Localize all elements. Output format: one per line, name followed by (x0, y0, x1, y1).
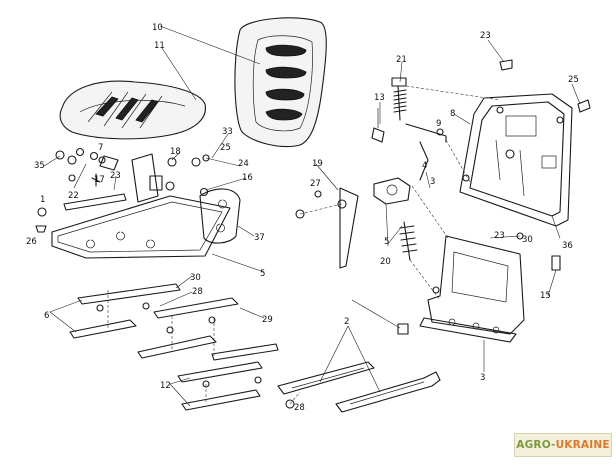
callout-25: 25 (568, 75, 579, 85)
callout-19: 19 (312, 159, 323, 169)
callout-24: 24 (238, 159, 249, 169)
callout-37: 37 (254, 233, 265, 243)
callout-15: 15 (540, 291, 551, 301)
callout-30: 30 (190, 273, 201, 283)
spring-assembly (371, 77, 447, 181)
callout-23: 23 (480, 31, 491, 41)
callout-20: 20 (380, 257, 391, 267)
lever (295, 187, 359, 269)
callout-26: 26 (26, 237, 37, 247)
callout-13: 13 (374, 93, 385, 103)
seat-pan (51, 153, 241, 259)
callout-labels: 10 11 23 21 25 13 9 8 4 35 7 22 33 25 18… (26, 23, 579, 413)
callout-12: 12 (160, 381, 171, 391)
callout-16: 16 (242, 173, 253, 183)
callout-11: 11 (154, 41, 165, 51)
callout-18: 18 (170, 147, 181, 157)
callout-27: 27 (310, 179, 321, 189)
callout-2: 2 (344, 317, 349, 327)
callout-6: 6 (44, 311, 49, 321)
callout-9: 9 (436, 119, 441, 129)
assembly-lines (107, 85, 501, 405)
callout-5-a: 5 (260, 269, 265, 279)
callout-30-r: 30 (522, 235, 533, 245)
seat-cushion (59, 80, 206, 140)
callout-23-mid: 23 (110, 171, 121, 181)
adjust-mechanism (373, 177, 418, 261)
callout-4: 4 (422, 161, 427, 171)
left-fasteners (35, 147, 210, 233)
callout-36: 36 (562, 241, 573, 251)
callout-8: 8 (450, 109, 455, 119)
backrest-cushion (234, 17, 327, 148)
callout-17-a: 17 (94, 175, 105, 185)
callout-7: 7 (98, 143, 103, 153)
callout-35: 35 (34, 161, 45, 171)
watermark-logo: AGRO-UKRAINE (514, 433, 612, 457)
callout-33: 33 (222, 127, 233, 137)
callout-1: 1 (40, 195, 45, 205)
callout-28: 28 (192, 287, 203, 297)
callout-21: 21 (396, 55, 407, 65)
base-bracket (419, 232, 561, 343)
left-slide-rails (69, 283, 279, 411)
watermark-part-b: UKRAINE (555, 439, 610, 451)
callout-3-r: 3 (430, 177, 435, 187)
callout-5-b: 5 (384, 237, 389, 247)
back-frame (459, 59, 591, 227)
callout-23-r: 23 (494, 231, 505, 241)
callout-10: 10 (152, 23, 163, 33)
watermark-part-a: AGRO- (516, 439, 556, 451)
slide-rails (277, 323, 441, 413)
callout-28-b: 28 (294, 403, 305, 413)
callout-29: 29 (262, 315, 273, 325)
callout-3: 3 (480, 373, 485, 383)
callout-22: 22 (68, 191, 79, 201)
callout-25-mid: 25 (220, 143, 231, 153)
leader-lines (43, 25, 581, 407)
